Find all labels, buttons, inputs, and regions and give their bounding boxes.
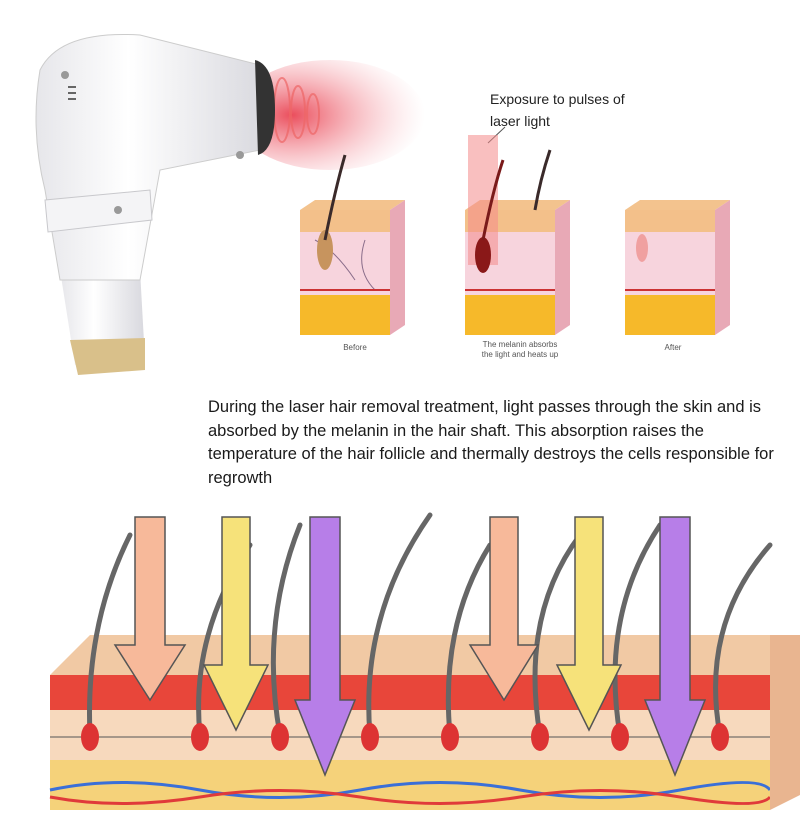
skin-cross-section bbox=[49, 512, 800, 810]
arrow-purple-1 bbox=[293, 516, 357, 778]
skin-block-before bbox=[300, 200, 405, 335]
stage-label-during-line-1: The melanin absorbs bbox=[482, 340, 558, 349]
stage-label-before: Before bbox=[343, 343, 367, 352]
skin-stage-illustrations bbox=[300, 135, 730, 335]
stage-label-during-line-2: the light and heats up bbox=[481, 350, 559, 359]
skin-block-after bbox=[625, 200, 730, 335]
exposure-callout: Exposure to pulses of laser light bbox=[490, 88, 670, 132]
arrow-orange-1 bbox=[113, 516, 187, 702]
arrow-yellow-2 bbox=[555, 516, 623, 732]
arrow-yellow-1 bbox=[202, 516, 270, 732]
treatment-description: During the laser hair removal treatment,… bbox=[208, 398, 774, 487]
arrow-purple-2 bbox=[643, 516, 707, 778]
arrow-orange-2 bbox=[468, 516, 540, 702]
callout-line-2: laser light bbox=[490, 113, 550, 129]
laser-handpiece-image bbox=[35, 33, 425, 375]
callout-line-1: Exposure to pulses of bbox=[490, 91, 625, 107]
skin-block-during bbox=[465, 135, 570, 335]
stage-label-after: After bbox=[664, 343, 682, 352]
stage-label-during: The melanin absorbs the light and heats … bbox=[460, 340, 580, 360]
